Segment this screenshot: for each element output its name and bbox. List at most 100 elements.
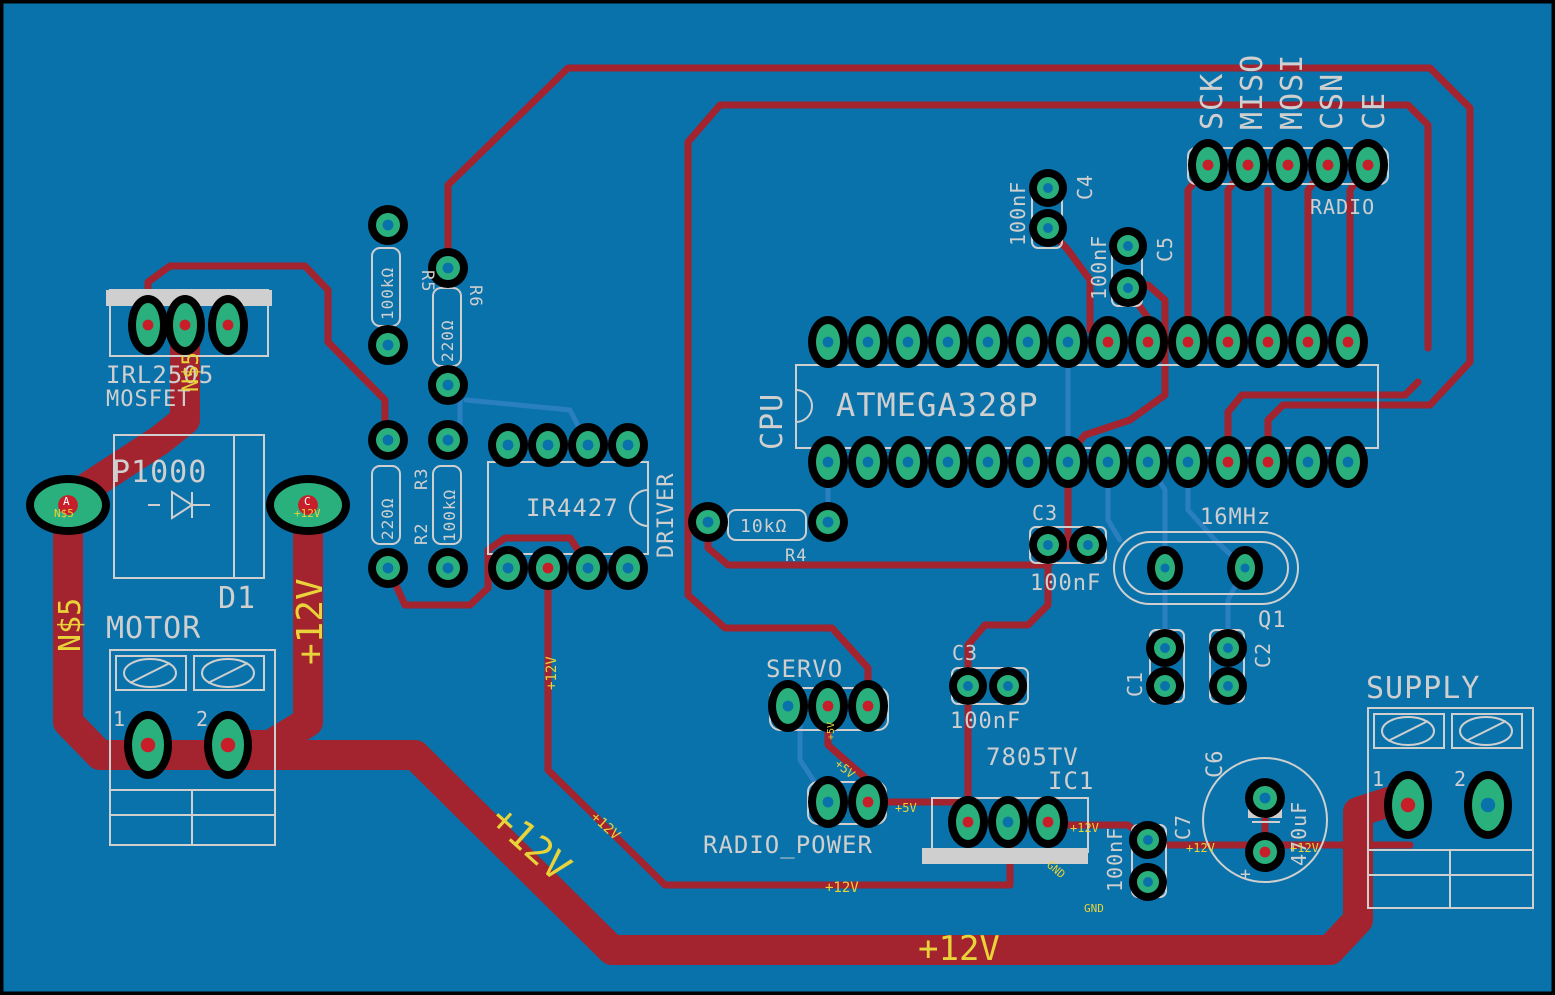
cpu-pad-bottom-1 (848, 436, 888, 488)
resistor-pad-6 (428, 420, 468, 460)
diode-name: D1 (218, 581, 256, 616)
cpu-pad-top-10 (1208, 316, 1248, 368)
cpu-pad-bottom-13 (1328, 436, 1368, 488)
supply-pad-1 (1384, 771, 1432, 839)
c4-value: 100nF (1006, 181, 1030, 246)
c3-top-name: C3 (1032, 501, 1058, 525)
supply-pin2-label: 2 (1454, 767, 1467, 791)
crystal-outline (1113, 531, 1299, 605)
c6-outline (1202, 757, 1328, 883)
servo-label: SERVO (766, 655, 843, 683)
resistor-pad-9 (808, 502, 848, 542)
diode-value: P1000 (112, 455, 207, 490)
radio-pad-4 (1348, 139, 1388, 191)
cpu-pad-top-8 (1128, 316, 1168, 368)
radio-pin-ce: CE (1357, 92, 1392, 130)
driver-pad-bottom-3 (608, 546, 648, 590)
cpu-pad-bottom-6 (1048, 436, 1088, 488)
r4-value: 10kΩ (740, 516, 787, 537)
net-label-5v-radio: +5V (895, 801, 917, 815)
driver-pad-bottom-0 (488, 546, 528, 590)
c5-name: C5 (1153, 236, 1177, 262)
mosfet-value: MOSFET (106, 387, 191, 412)
resistor-pad-5 (368, 548, 408, 588)
r4-name: R4 (785, 546, 807, 566)
c2-name: C2 (1251, 642, 1275, 668)
r5-name: R5 (417, 270, 437, 292)
cpu-pad-top-1 (848, 316, 888, 368)
cap-pad-4 (1029, 526, 1067, 564)
cpu-pad-bottom-11 (1248, 436, 1288, 488)
driver-name: IR4427 (526, 494, 619, 522)
cap-pad-8 (1146, 629, 1184, 667)
resistor-pad-3 (428, 365, 468, 405)
cpu-pad-top-7 (1088, 316, 1128, 368)
driver-pad-bottom-2 (568, 546, 608, 590)
cpu-pad-top-6 (1048, 316, 1088, 368)
cpu-pad-top-5 (1008, 316, 1048, 368)
cap-pad-5 (1069, 526, 1107, 564)
net-label-12v-bottom: +12V (918, 929, 1000, 969)
resistor-pad-1 (368, 325, 408, 365)
r5-value: 100kΩ (378, 267, 397, 320)
d1-pad-anode (26, 475, 110, 535)
cpu-pad-bottom-5 (1008, 436, 1048, 488)
ic1-pad-0 (948, 796, 988, 848)
net-label-gnd-c7: GND (1084, 902, 1104, 915)
c7-value: 100nF (1103, 827, 1127, 892)
r3-value: 100kΩ (440, 489, 459, 542)
driver-pad-top-0 (488, 423, 528, 467)
radio-pad-0 (1188, 139, 1228, 191)
cpu-outline (795, 364, 1379, 449)
mosfet-pad-2 (165, 295, 205, 355)
cpu-pad-top-3 (928, 316, 968, 368)
resistor-pad-8 (688, 502, 728, 542)
cap-pad-7 (989, 667, 1027, 705)
cap-pad-1 (1029, 209, 1067, 247)
mosfet-pad-3 (208, 295, 248, 355)
cpu-pad-bottom-12 (1288, 436, 1328, 488)
net-label-12v-driver: +12V (544, 656, 560, 690)
cpu-pad-bottom-3 (928, 436, 968, 488)
cpu-pad-top-12 (1288, 316, 1328, 368)
net-label-5v-vertical: +5V (826, 722, 837, 740)
cpu-pad-bottom-2 (888, 436, 928, 488)
servo-pad-1 (808, 680, 848, 732)
crystal-pad-1 (1147, 546, 1183, 590)
motor-label: MOTOR (106, 611, 201, 646)
d1-pad-a-label: A (63, 495, 70, 508)
driver-pad-top-1 (528, 423, 568, 467)
radio-power-pad-1 (848, 776, 888, 828)
motor-pad-2 (204, 711, 252, 779)
cpu-pad-bottom-8 (1128, 436, 1168, 488)
diode-outline (113, 434, 265, 579)
net-label-12v-lower: +12V (825, 880, 859, 896)
driver-pad-bottom-1 (528, 546, 568, 590)
cpu-pad-top-4 (968, 316, 1008, 368)
supply-pin1-label: 1 (1372, 767, 1385, 791)
net-label-n5-vertical: N$5 (53, 598, 88, 652)
r6-value: 220Ω (438, 319, 457, 362)
cpu-pad-top-9 (1168, 316, 1208, 368)
cap-pad-6 (949, 667, 987, 705)
cpu-pad-bottom-7 (1088, 436, 1128, 488)
cap-pad-3 (1109, 269, 1147, 307)
silk-text-layer: IRL2505 MOSFET P1000 D1 MOTOR 1 2 R5 100… (63, 54, 1479, 892)
cap-pad-2 (1109, 227, 1147, 265)
radio-pad-3 (1308, 139, 1348, 191)
cpu-pad-bottom-0 (808, 436, 848, 488)
cpu-name: CPU (755, 393, 790, 450)
resistor-pad-7 (428, 548, 468, 588)
c6-name: C6 (1203, 750, 1228, 779)
net-label-n5-mosfet: N$5 (179, 352, 204, 392)
cpu-pad-top-2 (888, 316, 928, 368)
motor-pin2-label: 2 (196, 707, 209, 731)
net-label-12v-ic1: +12V (1070, 821, 1099, 835)
mosfet-pad-1 (128, 295, 168, 355)
svg-text:+: + (1240, 864, 1252, 885)
ic1-value: 7805TV (986, 743, 1079, 771)
net-label-12v-c7: +12V (1186, 841, 1215, 855)
cpu-value: ATMEGA328P (836, 386, 1039, 424)
net-label-n5-pad: N$5 (54, 507, 74, 520)
